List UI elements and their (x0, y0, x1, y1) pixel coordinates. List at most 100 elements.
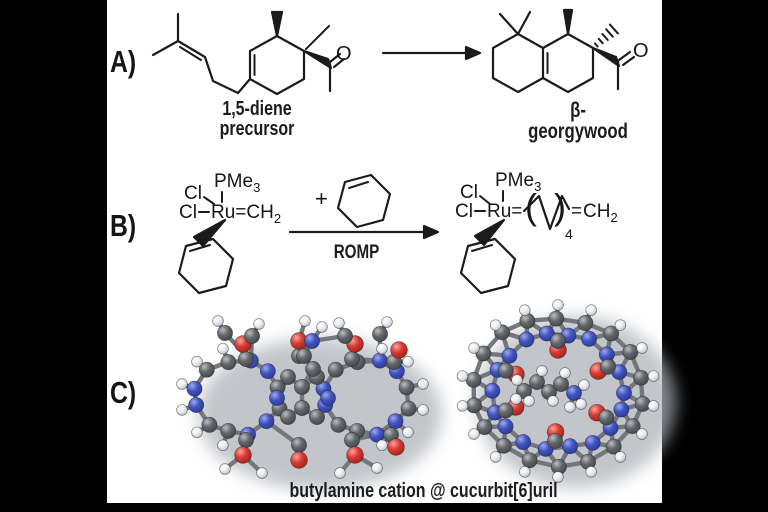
atom-nitrogen (484, 382, 501, 399)
phosphine-subscript: 3 (253, 180, 261, 195)
atom-carbon (238, 432, 254, 448)
hash-bond (304, 24, 331, 51)
terminal-double-bond: = (571, 201, 583, 222)
panel-b-label: B) (110, 210, 143, 241)
atom-hydrogen (371, 462, 383, 474)
atom-nitrogen (320, 390, 336, 406)
wedge-bond (562, 8, 574, 36)
atom-nitrogen (387, 413, 404, 430)
atom-carbon (201, 416, 218, 433)
atom-carbon (280, 369, 296, 385)
atom-hydrogen (176, 404, 188, 416)
atom-carbon (529, 374, 545, 390)
ruthenium-text: Ru (211, 202, 236, 223)
atom-hydrogen (316, 321, 328, 333)
atom-oxygen (390, 341, 408, 359)
atom-nitrogen (371, 352, 388, 369)
atom-carbon (309, 409, 325, 425)
atom-nitrogen (259, 363, 276, 380)
atom-carbon (598, 409, 615, 426)
atom-carbon (622, 344, 639, 360)
catalyst-chloride-left: Cl (179, 202, 197, 223)
atom-carbon (238, 351, 254, 367)
atom-hydrogen (552, 471, 564, 483)
repeat-subscript: 4 (565, 226, 573, 242)
atom-carbon (497, 362, 514, 379)
romp-product-drawing (459, 190, 571, 295)
panel-c-label: C) (110, 377, 143, 408)
atom-carbon (476, 419, 493, 436)
atom-nitrogen (613, 401, 630, 418)
atom-hydrogen (456, 370, 469, 382)
product-phosphine: PMe3 (495, 170, 541, 193)
atom-carbon (280, 409, 296, 425)
atom-carbon (400, 400, 417, 417)
atom-hydrogen (636, 342, 648, 354)
product-chloride-left: Cl (455, 201, 473, 222)
atom-hydrogen (191, 355, 203, 368)
atom-oxygen (346, 446, 364, 464)
atom-hydrogen (219, 463, 231, 475)
atom-hydrogen (510, 393, 522, 405)
atom-carbon (553, 376, 569, 392)
atom-carbon (599, 358, 616, 375)
reactant-caption-text: 1,5-diene precursor (219, 98, 295, 140)
product-metal: Ru= (487, 202, 522, 221)
atom-hydrogen (511, 374, 523, 386)
product-caption-text: β-georgywood (528, 99, 628, 143)
phosphine-text: PMe (495, 170, 535, 191)
atom-hydrogen (547, 395, 559, 407)
atom-hydrogen (402, 355, 414, 368)
product-structure-drawing (491, 8, 636, 94)
atom-hydrogen (299, 315, 311, 327)
atom-carbon (577, 315, 594, 331)
arrow-caption: ROMP (321, 243, 391, 262)
product-chloride-top: Cl (460, 182, 478, 203)
atom-nitrogen (186, 380, 203, 397)
atom-carbon (548, 310, 565, 327)
atom-hydrogen (575, 398, 587, 410)
atom-hydrogen (647, 370, 660, 382)
product-caption: β-georgywood (508, 100, 648, 142)
atom-hydrogen (559, 367, 571, 379)
wedge-bond (270, 10, 284, 38)
atom-carbon (344, 351, 360, 367)
catalyst-chloride-top: Cl (184, 183, 202, 204)
panel-c-label-text: C) (110, 375, 137, 410)
atom-carbon (495, 437, 512, 454)
panel-b-label-text: B) (110, 208, 137, 243)
atom-nitrogen (515, 434, 532, 451)
atom-nitrogen (584, 434, 601, 451)
double-bond-text: = (511, 201, 523, 222)
atom-carbon (547, 432, 563, 449)
plus-sign: + (315, 186, 328, 211)
reactant-structure-drawing (151, 10, 346, 96)
atom-nitrogen (562, 438, 578, 455)
atom-carbon (398, 379, 415, 396)
atom-carbon (466, 397, 482, 414)
atom-carbon (294, 379, 310, 395)
atom-carbon (244, 328, 260, 344)
catalyst-metal-carbene: Ru=CH2 (211, 202, 281, 225)
atom-hydrogen (376, 342, 388, 355)
atom-oxygen (290, 451, 308, 469)
carbene-text: CH (246, 202, 274, 223)
catalyst-structure-drawing (177, 191, 235, 295)
atom-nitrogen (188, 397, 205, 414)
atom-hydrogen (614, 319, 627, 331)
atom-carbon (337, 328, 353, 344)
atom-carbon (521, 452, 538, 469)
atom-hydrogen (614, 451, 627, 463)
atom-hydrogen (468, 428, 480, 440)
atom-hydrogen (217, 342, 229, 355)
atom-carbon (624, 418, 641, 435)
atom-carbon (327, 361, 344, 378)
repeat-paren-open: ( (525, 186, 537, 227)
double-bond-text: = (235, 202, 247, 223)
atom-nitrogen (501, 347, 518, 364)
atom-nitrogen (258, 413, 275, 430)
atom-carbon (305, 361, 321, 377)
atom-oxygen (387, 438, 405, 456)
